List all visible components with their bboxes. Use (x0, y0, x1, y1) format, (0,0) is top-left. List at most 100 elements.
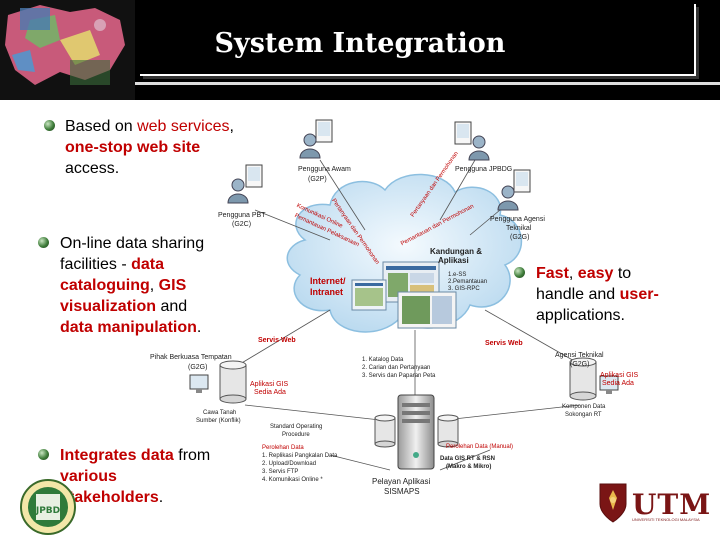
label-aplikasi-gis-right: Aplikasi GIS (600, 372, 639, 379)
header-bar: System Integration (0, 0, 720, 100)
label-cawa: Cawa Tanah (203, 410, 237, 416)
bullet-2-text: On-line data sharing facilities - data c… (60, 233, 204, 338)
title-frame (140, 4, 696, 76)
page-title: System Integration (214, 28, 506, 59)
label-servis-web-left: Servis Web (258, 337, 296, 344)
b4-l2-pre: handle and (536, 286, 620, 303)
label-intranet: Intranet (310, 287, 344, 297)
b1-l1-pre: Based on (65, 118, 138, 135)
label-aplikasi: Aplikasi (438, 256, 469, 265)
label-g2c: (G2C) (232, 221, 252, 228)
database-icon-right (569, 357, 597, 401)
b1-l1-red: web services (137, 118, 230, 135)
b3-l3-red: stakeholders (60, 489, 159, 506)
label-agensi-g2g: (G2G) (570, 361, 590, 368)
b2-l5-post: . (196, 319, 202, 336)
b2-l5-red: data manipulation (60, 319, 197, 336)
label-menu-2: 2. Carian dan Pertanyaan (362, 365, 431, 371)
label-pd-2: 2. Upload/Download (262, 461, 317, 467)
b1-l3: access. (65, 160, 120, 177)
database-icon-center-left (374, 414, 396, 448)
b4-l1-red: Fast (536, 265, 569, 282)
b2-l3-red: cataloguing (60, 277, 150, 294)
b2-l2-pre: facilities - (60, 256, 132, 273)
monitor-icon-left (189, 374, 209, 393)
user-icon-pbt (227, 164, 263, 204)
label-g2p: (G2P) (308, 176, 327, 183)
label-kandungan: Kandungan & (430, 247, 482, 256)
label-pengguna-pbt: Pengguna PBT (218, 212, 266, 219)
label-pengguna-jpbdg: Pengguna JPBDG (455, 166, 513, 173)
b2-l1: On-line data sharing (60, 235, 205, 252)
b3-l1-post: from (173, 447, 211, 464)
b4-l1-red2: easy (577, 265, 614, 282)
label-kand-3: 3. GIS-RPC (448, 286, 480, 292)
label-agensi-teknikal: Agensi Teknikal (555, 352, 604, 359)
b2-l3-red2: GIS (158, 277, 187, 294)
b2-l3-mid: , (149, 277, 159, 294)
label-pengguna-awam: Pengguna Awam (298, 166, 351, 173)
bullet-4-text: Fast, easy to handle and user- applicati… (536, 263, 659, 326)
label-perolehan-manual: Perolehan Data (Manual) (446, 444, 514, 450)
b1-l2: one-stop web site (65, 139, 201, 156)
b4-l1-mid: , (568, 265, 578, 282)
b4-l2-red: user- (619, 286, 659, 303)
label-teknikal: Teknikal (506, 225, 532, 232)
header-divider (135, 82, 720, 85)
b2-l4-post: and (156, 298, 188, 315)
map-thumbnail (0, 0, 135, 100)
bullet-dot-4 (514, 267, 525, 278)
label-g2g-top: (G2G) (510, 234, 530, 241)
label-pengguna-agensi: Pengguna Agensi (490, 216, 545, 223)
b4-l1-post: to (613, 265, 632, 282)
app-screenshot-collage (351, 261, 457, 329)
network-cloud (286, 173, 522, 333)
utm-logo-subtitle: UNIVERSITI TEKNOLOGI MALAYSIA (632, 517, 700, 522)
bullet-dot-1 (44, 120, 55, 131)
bullet-1-text: Based on web services, one-stop web site… (65, 116, 234, 179)
connector-lines (229, 159, 591, 471)
label-sedia-ada-right: Sedia Ada (602, 380, 634, 387)
label-sismaps: SISMAPS (384, 487, 420, 496)
label-sop: Standard Operating (270, 424, 323, 430)
b2-l4-red: visualization (60, 298, 157, 315)
user-icon-awam (299, 119, 333, 159)
label-makro-mikro: (Makro & Mikro) (446, 464, 492, 470)
label-servis-web-right: Servis Web (485, 340, 523, 347)
label-sedia-ada-left: Sedia Ada (254, 389, 286, 396)
label-menu-1: 1. Katalog Data (362, 357, 404, 363)
jpbd-logo: JPBD (18, 478, 78, 536)
monitor-icon-right (599, 375, 619, 394)
utm-logo (596, 480, 706, 524)
label-aplikasi-gis-left: Aplikasi GIS (250, 381, 289, 388)
label-perolehan-data: Perolehan Data (262, 445, 304, 451)
b3-l2: various (60, 468, 117, 485)
label-procedure: Procedure (282, 432, 310, 438)
label-pd-1: 1. Replikasi Pangkalan Data (262, 453, 338, 459)
label-internet: Internet/ (310, 276, 346, 286)
server-icon (397, 394, 435, 470)
label-kand-2: 2.Pemantauan (448, 279, 488, 285)
utm-logo-text: UTM (632, 488, 712, 521)
user-icon-agensi (497, 169, 531, 211)
database-icon-left (219, 360, 247, 404)
b3-l3-post: . (158, 489, 164, 506)
label-sokongan: Sokongan RT (565, 412, 602, 418)
label-komponen: Komponen Data (562, 404, 606, 410)
bullet-dot-2 (38, 237, 49, 248)
label-kand-1: 1.e-SS (448, 272, 467, 278)
label-data-gis: Data GIS RT & RSN (440, 456, 496, 462)
database-icon-center-right (437, 414, 459, 448)
b3-l1-red: Integrates data (60, 447, 174, 464)
label-pelayan: Pelayan Aplikasi (372, 477, 431, 486)
jpbd-logo-text: JPBD (35, 506, 60, 516)
b2-l2-red: data (131, 256, 165, 273)
label-pihak: Pihak Berkuasa Tempatan (150, 354, 232, 361)
b1-l1-post: , (229, 118, 234, 135)
label-menu-3: 3. Servis dan Paparan Peta (362, 373, 436, 379)
label-pd-3: 3. Servis FTP (262, 469, 299, 475)
user-icon-jpbdg (454, 121, 490, 161)
b4-l4: applications. (536, 307, 625, 324)
bullet-3-text: Integrates data from various stakeholder… (60, 445, 210, 508)
